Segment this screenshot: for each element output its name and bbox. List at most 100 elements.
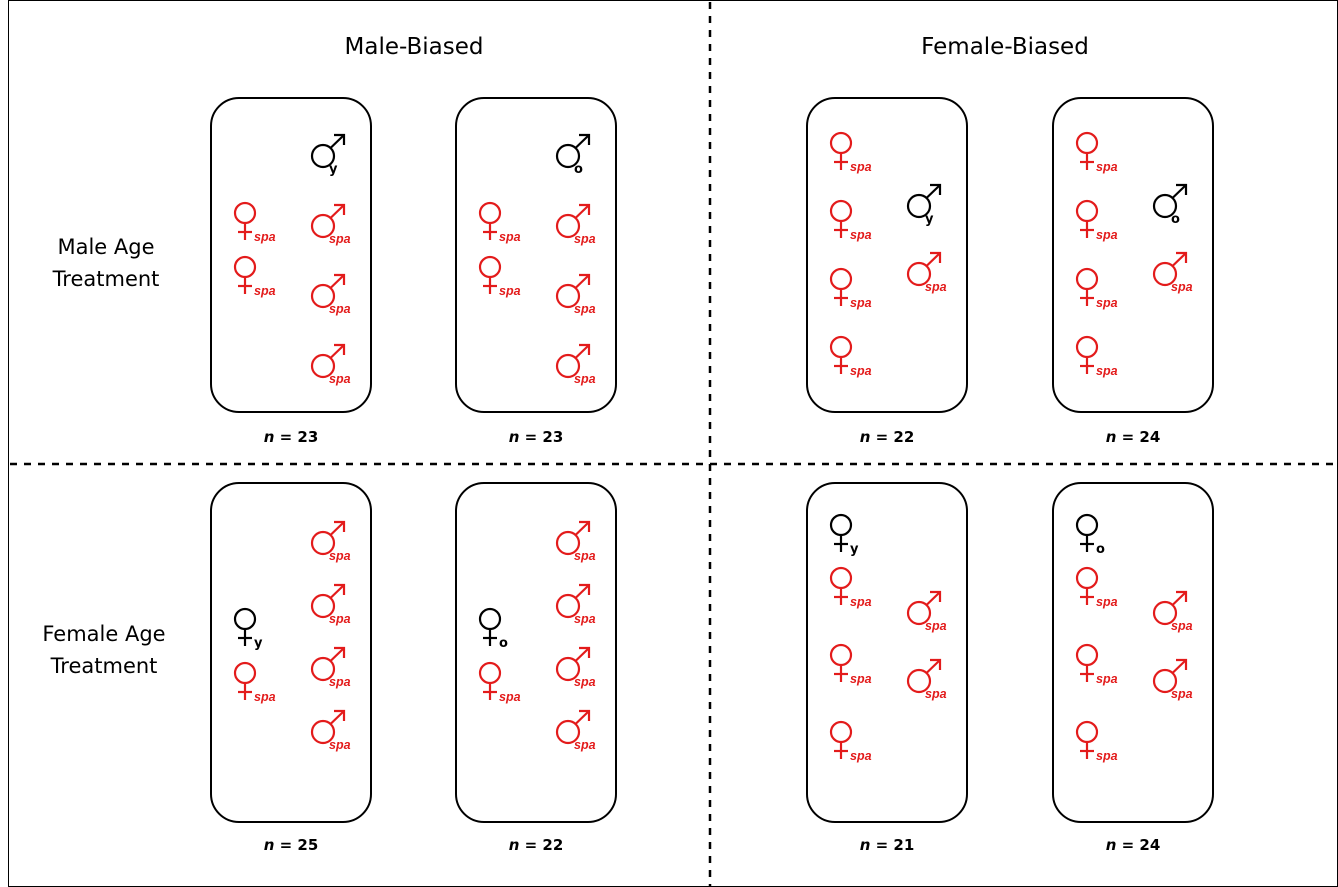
male-arrow-shaft	[574, 647, 590, 662]
sample-size-label: n = 24	[1106, 836, 1161, 854]
symbol-subscript: spa	[574, 549, 596, 563]
female-symbol-icon	[478, 607, 502, 631]
male-arrow-head	[334, 133, 346, 145]
n-value: 21	[893, 836, 914, 854]
symbol-subscript: spa	[1096, 364, 1118, 378]
male-arrow-head	[930, 183, 942, 195]
female-symbol-icon	[233, 255, 257, 279]
female-symbol-icon	[829, 643, 853, 667]
symbol-subscript: spa	[850, 228, 872, 242]
row-label-male-age-line2: Treatment	[52, 267, 160, 291]
male-arrow-shaft	[574, 134, 590, 149]
mutant-female: spa	[233, 201, 276, 244]
n-equals: =	[1116, 428, 1139, 446]
row-label-male-age-line1: Male Age	[57, 235, 154, 259]
cage-4: n = 24	[1052, 97, 1214, 446]
symbol-subscript: spa	[574, 612, 596, 626]
symbol-subscript: spa	[850, 749, 872, 763]
symbol-subscript: spa	[574, 302, 596, 316]
mutant-male: spa	[906, 658, 947, 701]
n-value: 24	[1139, 836, 1160, 854]
male-symbol-icon	[555, 593, 581, 619]
male-symbol-icon	[310, 719, 336, 745]
symbol-subscript: y	[850, 542, 859, 557]
male-arrow-shaft	[329, 344, 345, 359]
sample-size-label: n = 21	[860, 836, 915, 854]
sample-size-label: n = 22	[509, 836, 564, 854]
focal-female: o	[1075, 513, 1105, 557]
male-arrow-head	[579, 646, 591, 658]
symbol-subscript: spa	[329, 232, 351, 246]
female-symbol-icon	[829, 513, 853, 537]
mutant-male: spa	[555, 343, 596, 386]
female-symbol-icon	[829, 131, 853, 155]
symbol-subscript: spa	[850, 364, 872, 378]
male-arrow-shaft	[574, 584, 590, 599]
male-arrow-shaft	[329, 710, 345, 725]
cage-box	[806, 97, 968, 413]
male-arrow-head	[930, 658, 942, 670]
n-equals: =	[1116, 836, 1139, 854]
symbol-subscript: spa	[574, 232, 596, 246]
male-symbol-icon	[1152, 193, 1178, 219]
symbol-subscript: spa	[254, 690, 276, 704]
female-symbol-icon	[829, 335, 853, 359]
mutant-male: spa	[310, 203, 351, 246]
focal-female: y	[829, 513, 859, 557]
symbol-subscript: spa	[925, 280, 947, 294]
column-header-female-biased: Female-Biased	[921, 34, 1089, 60]
male-symbol-icon	[310, 593, 336, 619]
symbol-subscript: spa	[850, 160, 872, 174]
n-prefix: n	[509, 836, 520, 854]
focal-male: y	[906, 183, 942, 227]
symbol-subscript: spa	[329, 612, 351, 626]
symbol-subscript: spa	[254, 230, 276, 244]
symbol-subscript: spa	[1096, 160, 1118, 174]
male-arrow-head	[1176, 183, 1188, 195]
male-arrow-head	[1176, 251, 1188, 263]
symbol-subscript: spa	[329, 302, 351, 316]
male-arrow-head	[334, 273, 346, 285]
mutant-male: spa	[555, 646, 596, 689]
mutant-male: spa	[555, 273, 596, 316]
male-symbol-icon	[906, 193, 932, 219]
male-symbol-icon	[555, 283, 581, 309]
mutant-female: spa	[829, 199, 872, 242]
mutant-male: spa	[1152, 658, 1193, 701]
male-symbol-icon	[310, 656, 336, 682]
male-symbol-icon	[1152, 261, 1178, 287]
symbol-subscript: y	[254, 636, 263, 651]
male-arrow-head	[579, 203, 591, 215]
symbol-subscript: spa	[499, 230, 521, 244]
female-symbol-icon	[1075, 720, 1099, 744]
male-symbol-icon	[555, 353, 581, 379]
mutant-male: spa	[310, 709, 351, 752]
cage-box	[455, 97, 617, 413]
male-arrow-head	[579, 133, 591, 145]
symbol-subscript: spa	[1096, 749, 1118, 763]
female-symbol-icon	[1075, 513, 1099, 537]
cage-6: n = 22	[455, 482, 617, 854]
symbol-subscript: spa	[850, 595, 872, 609]
male-arrow-head	[334, 646, 346, 658]
male-symbol-icon	[555, 143, 581, 169]
female-symbol-icon	[829, 267, 853, 291]
male-arrow-head	[930, 590, 942, 602]
mutant-female: spa	[233, 661, 276, 704]
mutant-female: spa	[1075, 720, 1118, 763]
n-prefix: n	[860, 428, 871, 446]
n-prefix: n	[509, 428, 520, 446]
male-arrow-head	[334, 203, 346, 215]
mutant-female: spa	[1075, 131, 1118, 174]
female-symbol-icon	[1075, 566, 1099, 590]
row-label-female-age-line1: Female Age	[42, 622, 165, 646]
male-arrow-head	[334, 520, 346, 532]
n-value: 25	[297, 836, 318, 854]
male-arrow-head	[579, 343, 591, 355]
mutant-female: spa	[1075, 267, 1118, 310]
male-arrow-shaft	[574, 204, 590, 219]
male-arrow-head	[334, 583, 346, 595]
male-symbol-icon	[310, 213, 336, 239]
male-arrow-shaft	[925, 659, 941, 674]
